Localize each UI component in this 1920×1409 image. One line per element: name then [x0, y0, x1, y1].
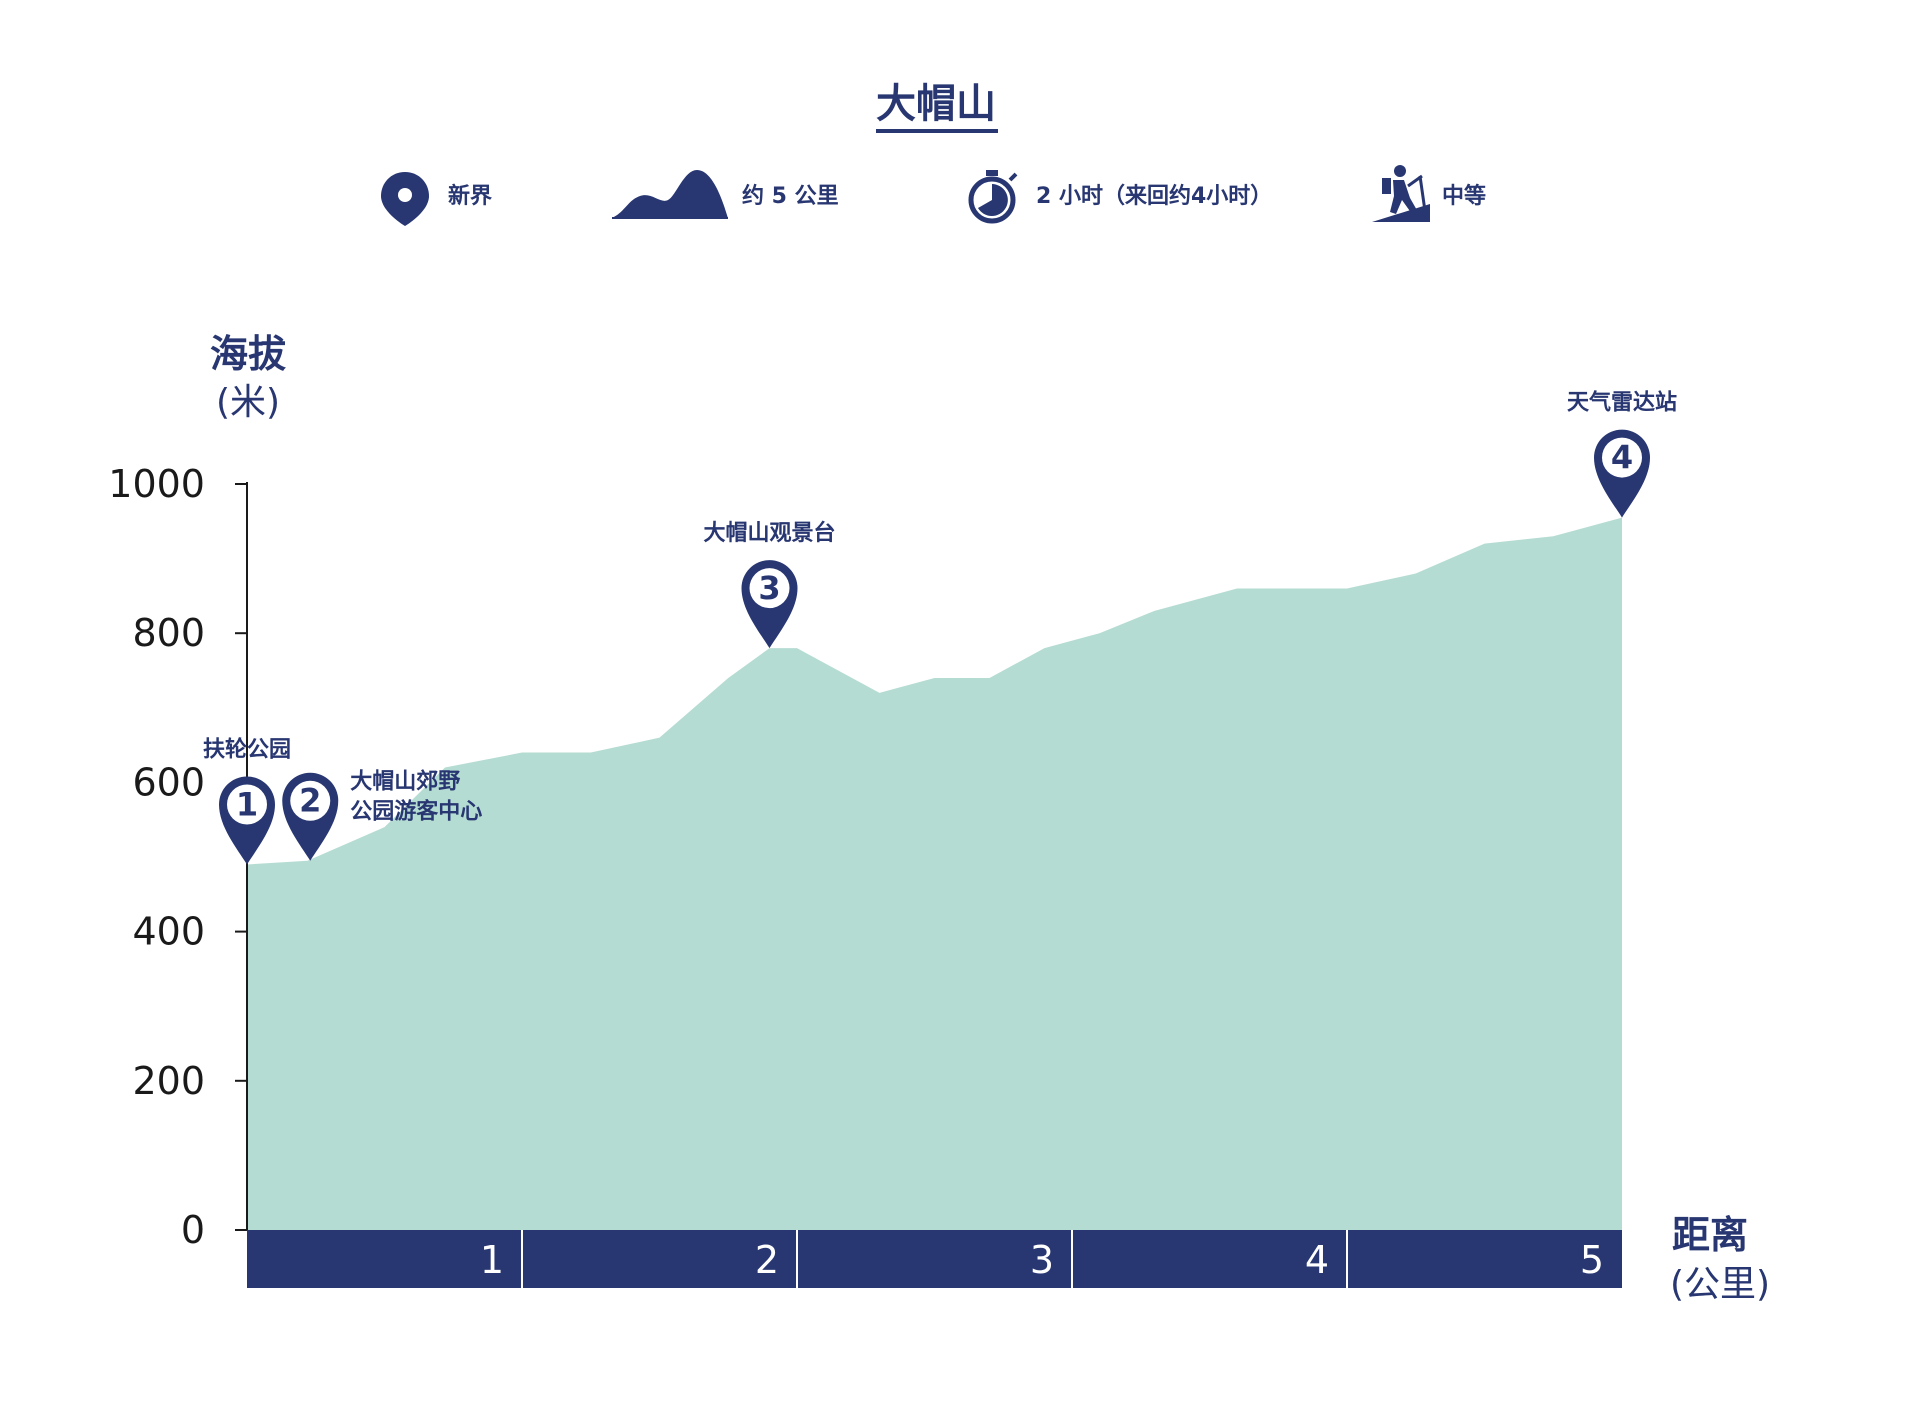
- marker-label: 扶轮公园: [203, 736, 291, 762]
- marker-label: 大帽山郊野: [350, 770, 460, 795]
- area-layer: [247, 517, 1622, 1230]
- x-tick-label: 2: [755, 1238, 779, 1282]
- waypoint-marker-4: 4 天气雷达站: [1567, 390, 1677, 518]
- y-tick-label: 200: [132, 1059, 205, 1103]
- hiker-icon: [1372, 165, 1430, 222]
- marker-number: 3: [758, 569, 780, 607]
- waypoint-marker-1: 1 扶轮公园: [203, 736, 291, 865]
- pin-center: [1602, 437, 1642, 478]
- y-tick-label: 1000: [108, 462, 205, 506]
- info-time-text: 2 小时（来回约4小时）: [1036, 183, 1272, 209]
- y-axis-unit: (米): [216, 382, 280, 423]
- info-difficulty-text: 中等: [1442, 183, 1486, 209]
- y-axis-title: 海拔: [210, 332, 286, 376]
- info-distance-text: 约 5 公里: [742, 183, 839, 209]
- y-tick-label: 400: [132, 910, 205, 954]
- x-tick-label: 4: [1305, 1238, 1329, 1282]
- x-tick-label: 3: [1030, 1238, 1054, 1282]
- pin-center: [749, 568, 790, 609]
- marker-number: 1: [236, 785, 258, 823]
- waypoint-marker-3: 3 大帽山观景台: [703, 520, 836, 649]
- elevation-area: [247, 517, 1622, 1230]
- mountain-icon: [612, 170, 728, 219]
- marker-number: 2: [299, 782, 321, 820]
- x-tick-label: 5: [1580, 1238, 1604, 1282]
- x-axis-title: 距离: [1672, 1213, 1748, 1257]
- marker-label: 天气雷达站: [1567, 390, 1677, 416]
- info-location-text: 新界: [448, 183, 492, 209]
- location-pin-icon: [381, 172, 429, 226]
- chart-title: 大帽山: [876, 81, 996, 127]
- stopwatch-icon: [968, 170, 1018, 224]
- axis-layer: 0 200 400 600 800 1000 1 2 3 4 5: [108, 462, 1622, 1288]
- x-tick-label: 1: [480, 1238, 504, 1282]
- y-tick-label: 800: [132, 611, 205, 655]
- marker-number: 4: [1611, 439, 1633, 477]
- y-tick-label: 600: [132, 760, 205, 804]
- x-axis-unit: (公里): [1670, 1264, 1770, 1305]
- pin-center: [290, 780, 331, 821]
- y-tick-label: 0: [181, 1208, 205, 1252]
- marker-label: 大帽山观景台: [703, 520, 835, 546]
- marker-label: 公园游客中心: [350, 799, 482, 825]
- x-axis-bar: [247, 1230, 1622, 1288]
- pin-center: [227, 784, 267, 825]
